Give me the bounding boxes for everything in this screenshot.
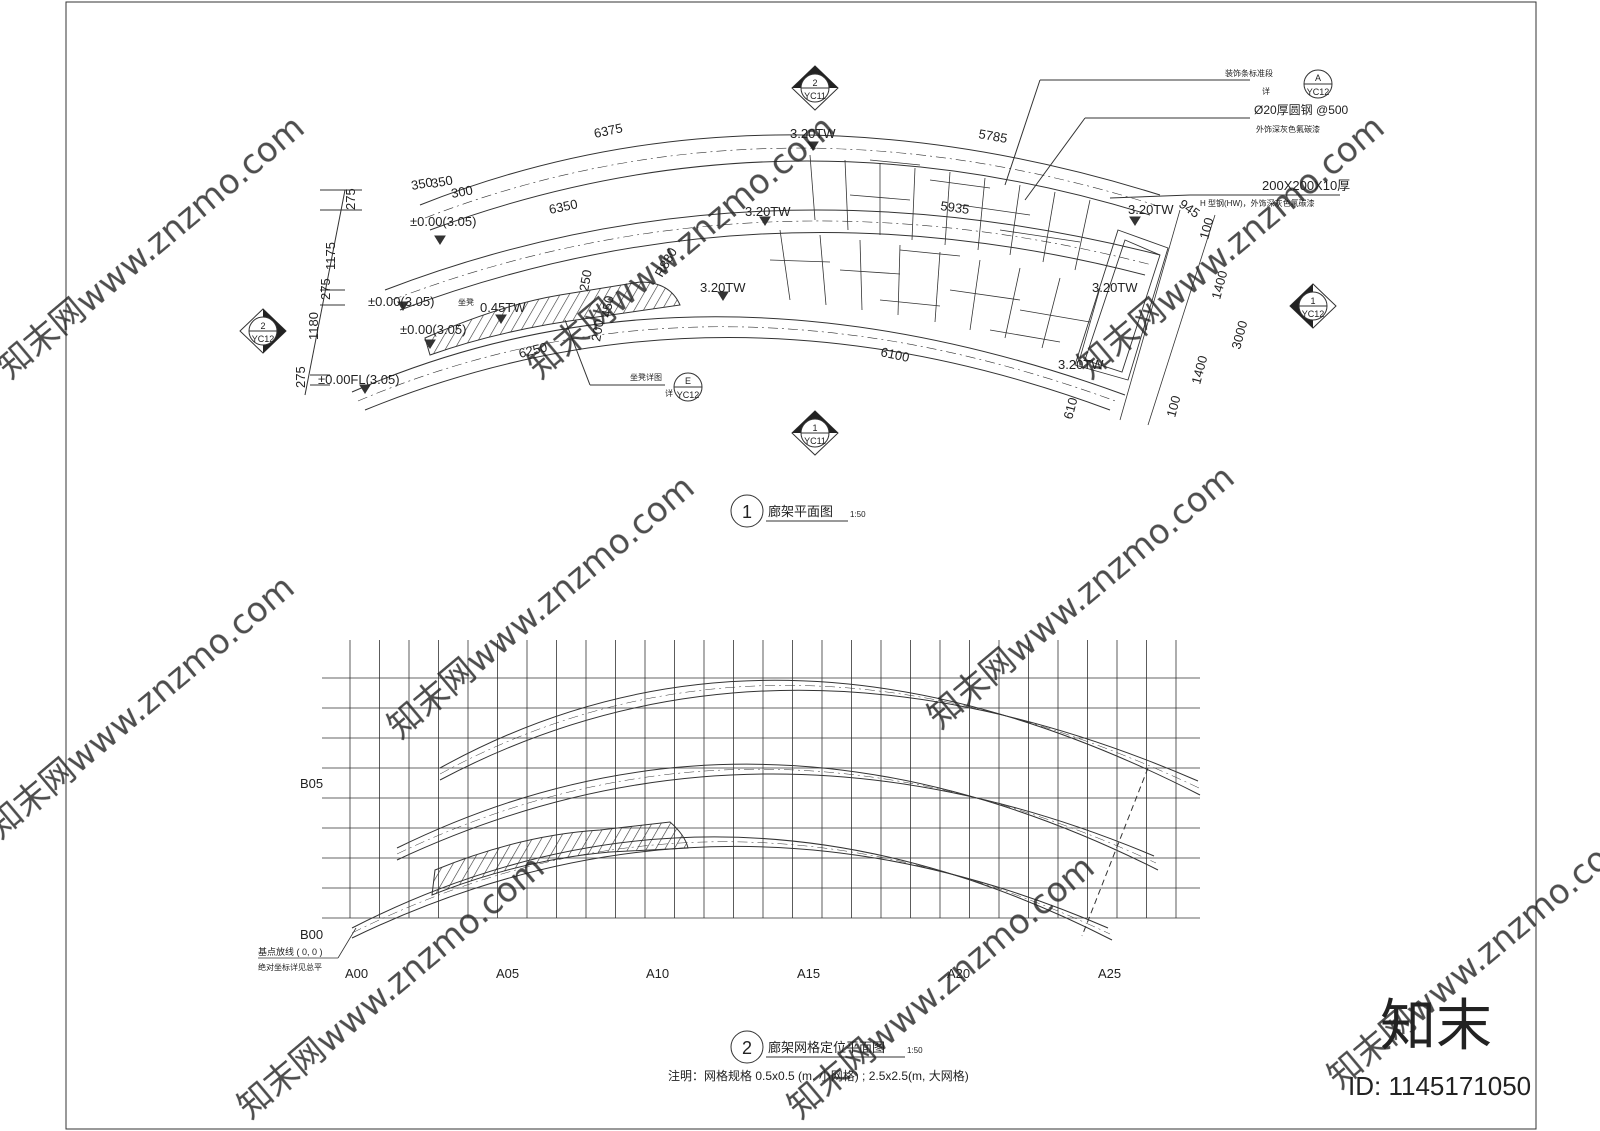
watermark-site-8: 知末网www.znzmo.com <box>780 847 1102 1126</box>
dim-arc-top-left: 6375 <box>593 120 624 141</box>
dim-left-e: 275 <box>293 366 308 388</box>
dim-right-c: 1400 <box>1208 269 1230 301</box>
dim-arc-mid-right: 5935 <box>940 198 971 217</box>
dim-arc-mid: 6350 <box>548 196 579 217</box>
dim-top-c: 300 <box>450 182 474 201</box>
svg-text:YC12: YC12 <box>1307 87 1330 97</box>
origin-sub: 绝对坐标详见总平 <box>258 962 322 972</box>
elev-fl-2: ±0.00(3.05) <box>368 294 434 309</box>
dim-seat-b: 450 <box>598 295 617 319</box>
callout-note-3-sub: H 型钢(HW)，外饰深灰色氟碳漆 <box>1200 198 1315 208</box>
plan-scale: 1:50 <box>850 510 866 519</box>
grid-arcs <box>351 679 1201 941</box>
svg-text:YC11: YC11 <box>804 91 826 101</box>
dim-left-a: 275 <box>343 188 358 210</box>
plan-annotations: 6375 5785 6350 5935 6250 6100 275 1175 2… <box>293 68 1350 421</box>
dim-right-f: 100 <box>1163 394 1183 419</box>
elev-tw-6: 3.20TW <box>1058 357 1104 372</box>
elev-tw-1: 3.20TW <box>790 126 836 141</box>
plan-drawing <box>304 79 1340 426</box>
section-mark-right: 1 YC12 <box>1289 283 1337 329</box>
svg-text:2: 2 <box>260 321 265 331</box>
callout-note-4: 坐凳详图 <box>630 372 662 382</box>
svg-text:YC12: YC12 <box>1302 309 1325 319</box>
grid-row-label-b05: B05 <box>300 776 323 791</box>
origin-label: 基点放线 ( 0, 0 ) <box>258 946 323 957</box>
svg-text:YC12: YC12 <box>252 334 275 344</box>
dim-arc-top-right: 5785 <box>977 126 1008 146</box>
plan-title-block: 1 廊架平面图 1:50 <box>730 494 866 528</box>
grid-col-label-a05: A05 <box>496 966 519 981</box>
elev-tw-5: 3.20TW <box>1092 280 1138 295</box>
watermark-site-6: 知末网www.znzmo.com <box>920 457 1242 736</box>
grid-col-label-a20: A20 <box>947 966 970 981</box>
callout-note-2: Ø20厚圆钢 @500 <box>1254 103 1349 117</box>
grid-labels: B05 B00 A00 A05 A10 A15 A20 A25 基点放线 ( 0… <box>258 776 1121 981</box>
watermark-site-7: 知末网www.znzmo.com <box>230 847 552 1126</box>
callout-note-2-sub: 外饰深灰色氟碳漆 <box>1256 124 1320 134</box>
dim-left-d: 1180 <box>306 312 321 340</box>
dim-right-b: 100 <box>1196 216 1216 241</box>
callout-note-3: 200X200X10厚 <box>1262 178 1350 193</box>
dim-seat-c: 200 <box>588 319 607 343</box>
elev-fl-3: ±0.00(3.05) <box>400 322 466 337</box>
dim-left-c: 275 <box>318 278 333 300</box>
grid-title-block: 2 廊架网格定位平面图 1:50 注明：网格规格 0.5x0.5 (m, 小网格… <box>668 1030 969 1083</box>
watermark-brand: 知末 <box>1380 994 1492 1059</box>
callout-note-1: 装饰条标准段 <box>1225 68 1273 78</box>
dim-arc-bot-left: 6250 <box>517 339 549 361</box>
grid-col-label-a15: A15 <box>797 966 820 981</box>
elev-fl-4: ±0.00FL(3.05) <box>318 372 400 387</box>
elev-tw-3: 3.20TW <box>700 280 746 295</box>
detail-mark-a: A YC12 <box>1303 69 1333 99</box>
seat-label: 坐凳 <box>458 297 474 307</box>
dim-right-e: 1400 <box>1188 354 1210 386</box>
dim-seat-a: 250 <box>576 269 595 293</box>
svg-text:2: 2 <box>812 78 817 88</box>
elev-seat: 0.45TW <box>480 300 526 315</box>
plan-title-number: 1 <box>742 502 752 522</box>
dim-left-b: 1175 <box>323 242 338 270</box>
callout-note-1-prefix: 详 <box>1262 86 1270 96</box>
dim-right-a: 945 <box>1176 196 1202 221</box>
watermark-site-4: 知末网www.znzmo.com <box>0 567 302 846</box>
svg-text:YC11: YC11 <box>804 436 826 446</box>
elev-tw-2: 3.20TW <box>745 204 791 219</box>
section-mark-top: 2 YC11 <box>791 65 839 111</box>
elev-fl-1: ±0.00(3.05) <box>410 214 476 229</box>
watermark-site-2: 知末网www.znzmo.com <box>520 107 842 386</box>
detail-mark-e: E YC12 <box>673 372 703 402</box>
grid-row-label-b00: B00 <box>300 927 323 942</box>
grid-scale: 1:50 <box>907 1046 923 1055</box>
sheet-border <box>65 1 1537 1130</box>
grid-note: 注明：网格规格 0.5x0.5 (m, 小网格) ; 2.5x2.5(m, 大网… <box>668 1068 969 1083</box>
grid-title: 廊架网格定位平面图 <box>768 1040 885 1055</box>
grid-col-label-a00: A00 <box>345 966 368 981</box>
svg-text:A: A <box>1315 73 1321 83</box>
plan-title: 廊架平面图 <box>768 504 833 519</box>
dim-right-d: 3000 <box>1228 319 1250 351</box>
watermark-site-5: 知末网www.znzmo.com <box>380 467 702 746</box>
callout-note-4-prefix: 详 <box>665 388 673 398</box>
elev-tw-4: 3.20TW <box>1128 202 1174 217</box>
dim-top-a: 350 <box>410 174 434 193</box>
section-mark-bottom: 1 YC11 <box>791 410 839 456</box>
watermark-id: ID: 1145171050 <box>1348 1071 1531 1101</box>
section-mark-left: 2 YC12 <box>239 308 287 354</box>
svg-text:E: E <box>685 376 691 386</box>
svg-text:1: 1 <box>1310 296 1315 306</box>
dim-arc-bot-right: 6100 <box>879 344 910 365</box>
svg-text:1: 1 <box>812 423 817 433</box>
dim-right-g: 610 <box>1060 396 1080 421</box>
grid-col-label-a25: A25 <box>1098 966 1121 981</box>
svg-text:YC12: YC12 <box>677 390 700 400</box>
grid-col-label-a10: A10 <box>646 966 669 981</box>
grid-title-number: 2 <box>742 1038 752 1058</box>
dim-top-b: 350 <box>430 172 454 191</box>
